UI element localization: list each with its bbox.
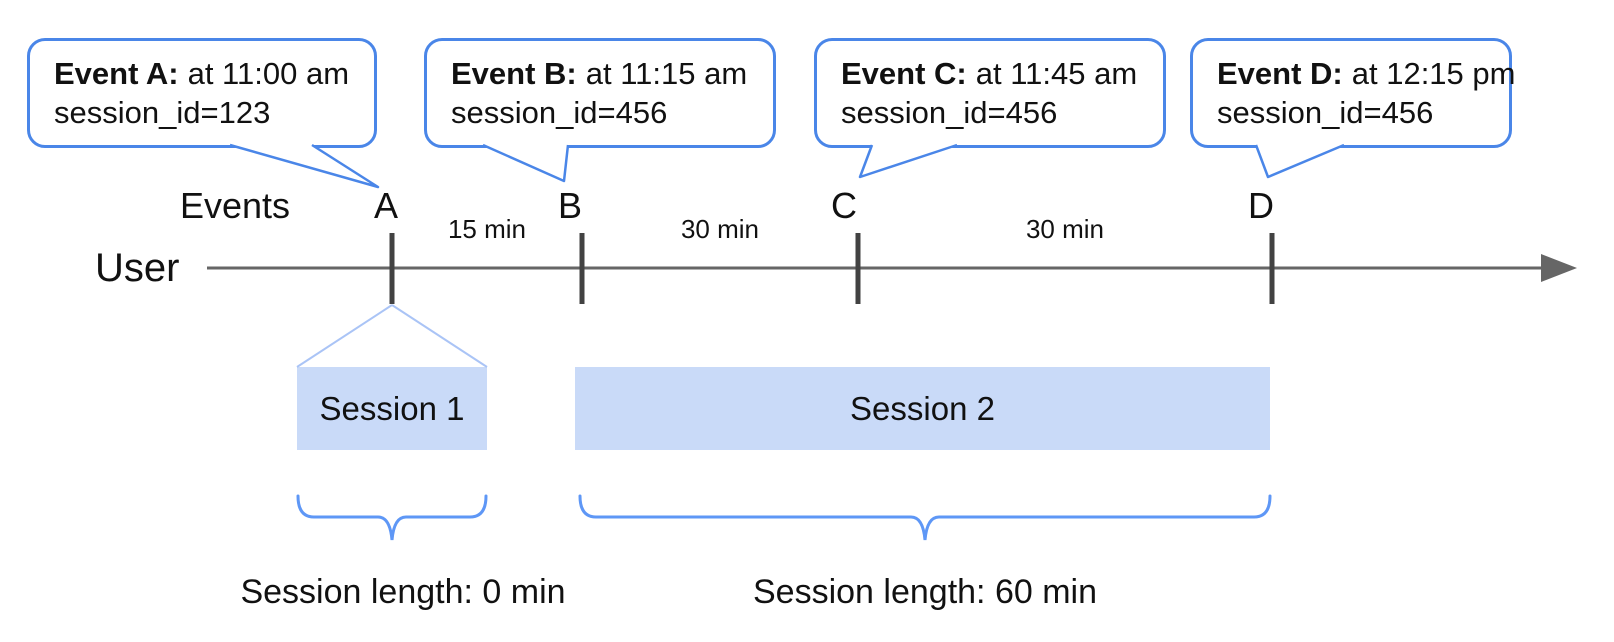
event-b-label: Event B:: [451, 56, 577, 91]
tick-label-a: A: [373, 185, 399, 226]
event-c-session: session_id=456: [841, 95, 1058, 130]
event-a-title: Event A:at 11:00 am: [54, 54, 374, 93]
interval-c-d: 30 min: [1025, 214, 1105, 244]
events-axis-label: Events: [180, 185, 291, 226]
event-a-callout-tail: [229, 143, 380, 189]
tick-label-b: B: [557, 185, 583, 226]
user-axis-label: User: [95, 246, 180, 290]
event-a-time: at 11:00 am: [187, 56, 350, 91]
session-1-funnel-right: [391, 304, 488, 368]
tick-label-d: D: [1248, 185, 1274, 226]
event-c-title: Event C:at 11:45 am: [841, 54, 1163, 93]
session-2-length-label: Session length: 60 min: [753, 573, 1097, 611]
event-b-callout-tail: [482, 143, 570, 183]
event-c-time: at 11:45 am: [975, 56, 1138, 91]
session-1-length-label: Session length: 0 min: [240, 573, 566, 611]
event-d-title: Event D:at 12:15 pm: [1217, 54, 1515, 93]
event-b-time: at 11:15 am: [585, 56, 748, 91]
session-1-brace: [296, 494, 488, 541]
event-c-callout: Event C:at 11:45 am session_id=456: [814, 38, 1166, 148]
session-1-bar: Session 1: [297, 367, 487, 450]
event-d-callout-tail: [1254, 143, 1345, 179]
session-1-funnel-left: [296, 304, 393, 368]
interval-a-b: 15 min: [447, 214, 527, 244]
event-d-session: session_id=456: [1217, 95, 1434, 130]
session-2-bar: Session 2: [575, 367, 1270, 450]
session-2-brace: [578, 494, 1272, 541]
event-d-time: at 12:15 pm: [1351, 56, 1516, 91]
timeline-arrowhead-icon: [1541, 254, 1577, 282]
event-d-label: Event D:: [1217, 56, 1343, 91]
event-c-callout-tail: [858, 143, 958, 179]
event-b-callout: Event B:at 11:15 am session_id=456: [424, 38, 776, 148]
event-a-label: Event A:: [54, 56, 179, 91]
session-2-name: Session 2: [850, 389, 995, 427]
interval-b-c: 30 min: [680, 214, 760, 244]
tick-label-c: C: [831, 185, 857, 226]
event-c-label: Event C:: [841, 56, 967, 91]
event-d-callout: Event D:at 12:15 pm session_id=456: [1190, 38, 1515, 148]
event-a-callout: Event A:at 11:00 am session_id=123: [27, 38, 377, 148]
event-b-title: Event B:at 11:15 am: [451, 54, 773, 93]
event-b-session: session_id=456: [451, 95, 668, 130]
event-a-session: session_id=123: [54, 95, 271, 130]
session-1-name: Session 1: [319, 389, 465, 427]
